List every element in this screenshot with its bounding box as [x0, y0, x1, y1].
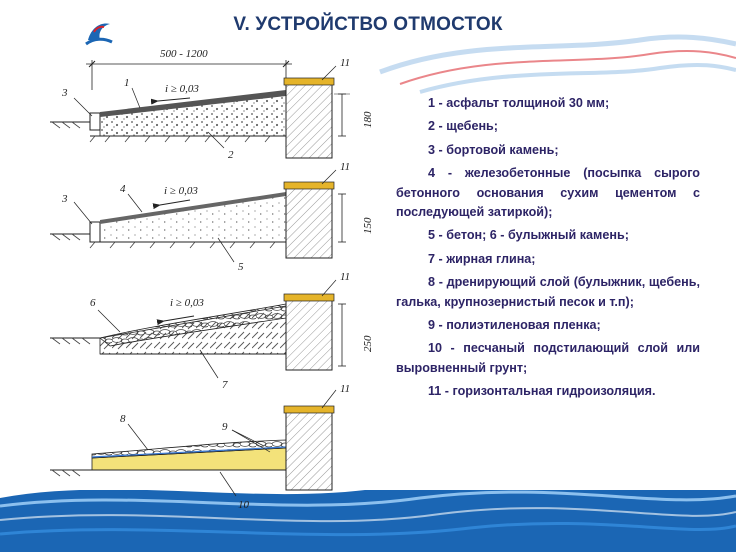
legend-item-10: 10 - песчаный подстилающий слой или выро… — [396, 341, 700, 375]
height-label-150: 150 — [362, 217, 374, 234]
section-cobblestone: i ≥ 0,03 250 6 7 11 — [50, 271, 374, 391]
legend-item-4: 4 - железобетонные (посыпка сырого бетон… — [396, 166, 700, 220]
blue-wave-logo-icon — [85, 23, 113, 46]
callout-3a: 3 — [61, 87, 68, 99]
top-wave-3 — [419, 62, 736, 94]
height-label-250: 250 — [362, 335, 374, 352]
callout-3b: 3 — [61, 193, 68, 205]
top-wave-2 — [399, 50, 736, 85]
legend-item-2: 2 - щебень; — [428, 119, 498, 134]
legend-item-3: 3 - бортовой камень; — [428, 142, 559, 157]
slide-title: V. УСТРОЙСТВО ОТМОСТОК — [233, 14, 503, 35]
callout-10: 10 — [238, 499, 250, 511]
slope-label-2: i ≥ 0,03 — [164, 185, 198, 197]
width-dimension-label: 500 - 1200 — [160, 48, 208, 60]
callout-8: 8 — [120, 413, 126, 425]
bottom-wave-band — [0, 476, 736, 552]
section-concrete: i ≥ 0,03 150 4 3 5 11 — [50, 161, 374, 273]
callout-7: 7 — [222, 379, 228, 391]
section-asphalt: i ≥ 0,03 180 1 3 2 11 — [50, 57, 374, 161]
callout-9: 9 — [222, 421, 228, 433]
callout-4: 4 — [120, 183, 126, 195]
legend-item-9: 9 - полиэтиленовая пленка; — [428, 318, 601, 333]
slope-label-1: i ≥ 0,03 — [165, 83, 199, 95]
callout-6: 6 — [90, 297, 96, 309]
callout-2: 2 — [228, 149, 234, 161]
callout-1: 1 — [124, 77, 130, 89]
legend-item-1: 1 - асфальт толщиной 30 мм; — [428, 96, 610, 110]
legend-item-5: 5 - бетон; 6 - булыжный камень; — [428, 228, 629, 243]
legend-item-11: 11 - горизонтальная гидроизоляция. — [428, 384, 656, 399]
slope-label-3: i ≥ 0,03 — [170, 297, 204, 309]
width-dimension: 500 - 1200 — [86, 48, 292, 90]
callout-11d: 11 — [340, 383, 350, 395]
callout-11c: 11 — [340, 271, 350, 283]
section-drainage: 8 9 10 11 — [50, 383, 350, 511]
height-label-180: 180 — [362, 111, 374, 128]
callout-11b: 11 — [340, 161, 350, 173]
callout-5: 5 — [238, 261, 244, 273]
legend-item-8: 8 - дренирующий слой (булыжник, щебень, … — [396, 275, 700, 309]
callout-11a: 11 — [340, 57, 350, 69]
legend-item-7: 7 - жирная глина; — [428, 251, 536, 266]
blind-area-diagram: 500 - 1200 i ≥ 0,03 180 — [50, 48, 374, 511]
legend: 1 - асфальт толщиной 30 мм; 2 - щебень; … — [396, 94, 700, 406]
top-wave-1 — [379, 34, 736, 75]
